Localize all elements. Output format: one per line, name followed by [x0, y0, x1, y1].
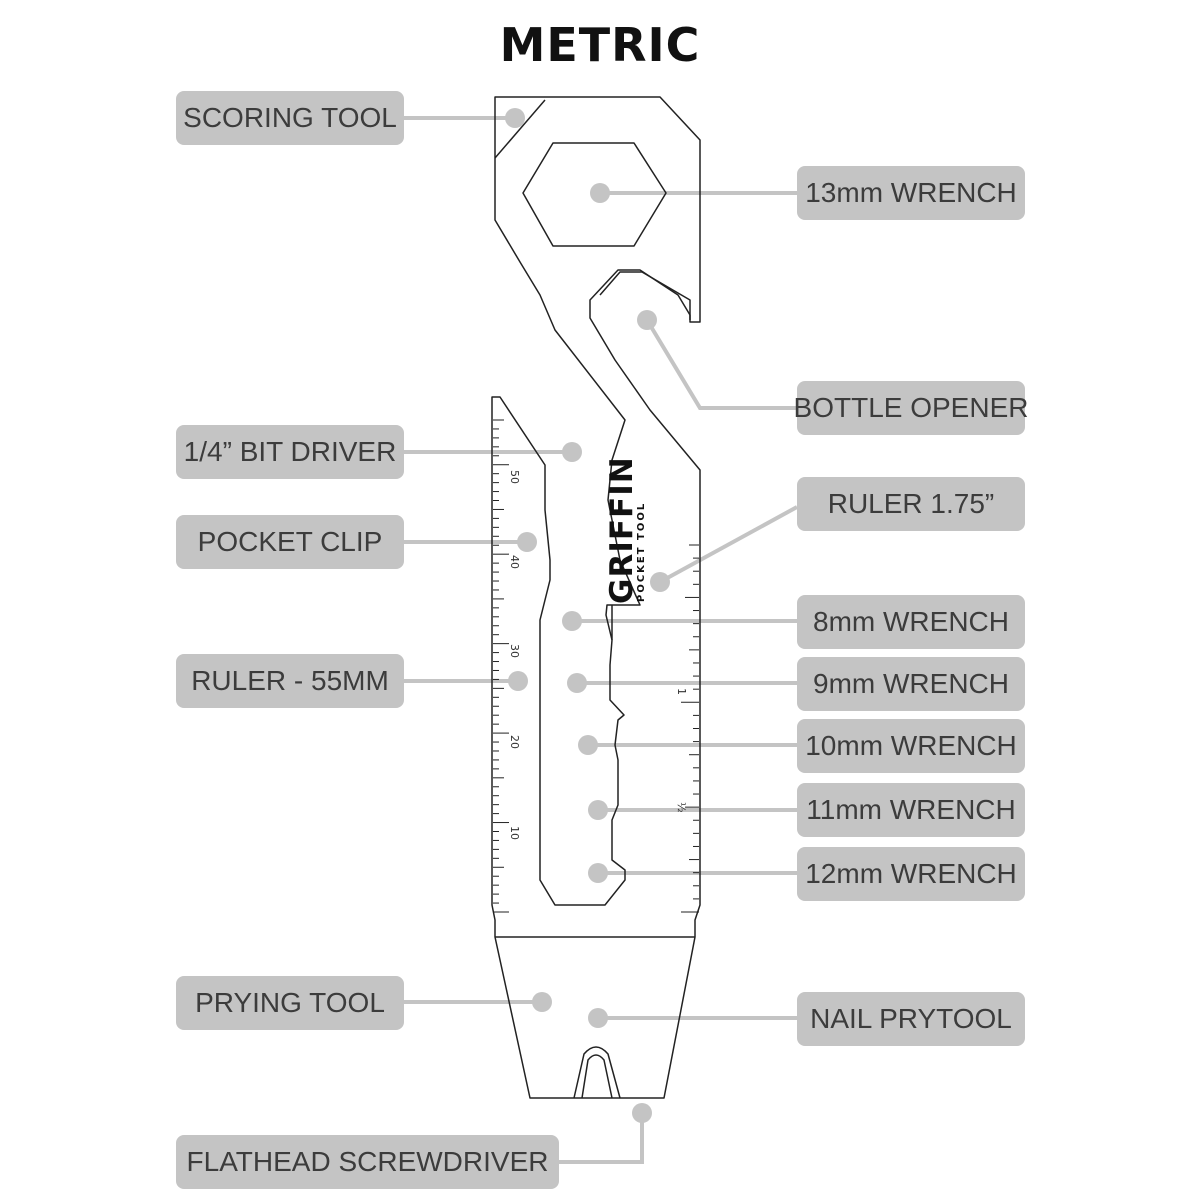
ruler-mm-30: 30 [508, 644, 521, 658]
label-wrench-9: 9mm WRENCH [797, 657, 1025, 711]
bottle-opener-contour [599, 271, 691, 320]
dot-wrench-9 [567, 673, 587, 693]
tool-body [491, 96, 701, 1099]
dot-wrench-12 [588, 863, 608, 883]
label-pocket-clip: POCKET CLIP [176, 515, 404, 569]
flathead-slot-inner [581, 1054, 613, 1099]
label-ruler-in: RULER 1.75” [797, 477, 1025, 531]
leader-bottle-opener [645, 318, 797, 410]
dot-wrench-10 [578, 735, 598, 755]
label-wrench-12: 12mm WRENCH [797, 847, 1025, 901]
ruler-in-half: ½ [675, 802, 688, 813]
dot-ruler-mm [508, 671, 528, 691]
dot-pocket-clip [517, 532, 537, 552]
mm-ruler-ticks [493, 419, 509, 913]
leader-ruler-in [659, 505, 798, 584]
inch-ruler-numbers: 1 ½ [675, 688, 688, 813]
ruler-mm-10: 10 [508, 826, 521, 840]
leader-flathead [555, 1113, 644, 1164]
scoring-notch [494, 99, 546, 159]
label-prying-tool: PRYING TOOL [176, 976, 404, 1030]
dot-wrench-8 [562, 611, 582, 631]
dot-wrench-13 [590, 183, 610, 203]
ruler-in-1: 1 [675, 688, 688, 695]
label-wrench-13: 13mm WRENCH [797, 166, 1025, 220]
griffin-logo-subtitle: POCKET TOOL [636, 502, 647, 602]
ruler-mm-40: 40 [508, 555, 521, 569]
label-wrench-8: 8mm WRENCH [797, 595, 1025, 649]
dot-wrench-11 [588, 800, 608, 820]
hex-wrench-13 [522, 142, 667, 247]
flathead-slot [573, 1046, 621, 1099]
label-bottle-opener: BOTTLE OPENER [794, 381, 1028, 435]
dot-prying-tool [532, 992, 552, 1012]
feature-dots [505, 108, 670, 1123]
griffin-logo-text: GRIFFIN [604, 456, 640, 604]
label-scoring-tool: SCORING TOOL [176, 91, 404, 145]
label-wrench-10: 10mm WRENCH [797, 719, 1025, 773]
tool-outline [491, 96, 701, 1099]
label-ruler-mm: RULER - 55MM [176, 654, 404, 708]
leader-lines [400, 116, 798, 1164]
dot-bit-driver [562, 442, 582, 462]
label-flathead: FLATHEAD SCREWDRIVER [176, 1135, 559, 1189]
dot-ruler-in [650, 572, 670, 592]
label-wrench-11: 11mm WRENCH [797, 783, 1025, 837]
dot-scoring-tool [505, 108, 525, 128]
griffin-logo: GRIFFIN POCKET TOOL [604, 456, 647, 604]
dot-nail-prytool [588, 1008, 608, 1028]
diagram-title: METRIC [499, 18, 701, 72]
dot-flathead [632, 1103, 652, 1123]
label-bit-driver: 1/4” BIT DRIVER [176, 425, 404, 479]
ruler-mm-20: 20 [508, 735, 521, 749]
ruler-mm-50: 50 [508, 470, 521, 484]
dot-bottle-opener [637, 310, 657, 330]
inch-ruler-ticks [681, 544, 699, 913]
label-nail-prytool: NAIL PRYTOOL [797, 992, 1025, 1046]
mm-ruler-numbers: 50 40 30 20 10 [508, 470, 521, 840]
